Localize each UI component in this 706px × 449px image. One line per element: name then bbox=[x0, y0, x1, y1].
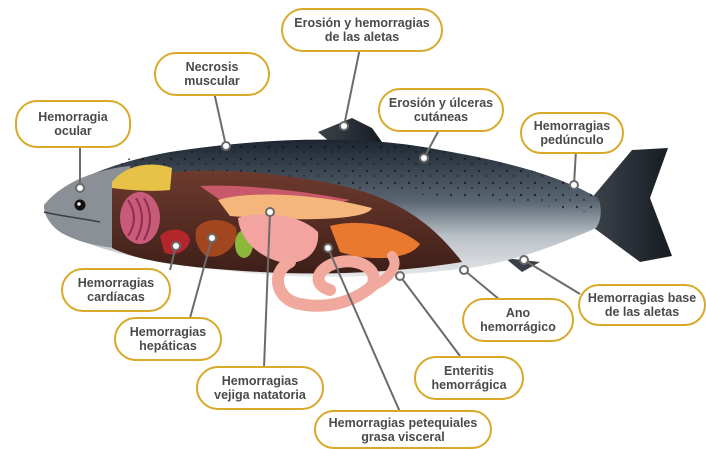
label-hemorragias-petequiales: Hemorragias petequiales grasa visceral bbox=[314, 410, 492, 449]
label-hemorragias-hepaticas: Hemorragias hepáticas bbox=[114, 317, 222, 361]
label-hemorragias-base: Hemorragias base de las aletas bbox=[578, 284, 706, 326]
dorsal-fin bbox=[318, 118, 382, 142]
label-hemorragias-vejiga: Hemorragias vejiga natatoria bbox=[196, 366, 324, 410]
label-erosion-aletas: Erosión y hemorragias de las aletas bbox=[281, 8, 443, 52]
label-ano-hemorragico: Ano hemorrágico bbox=[462, 298, 574, 342]
label-hemorragias-cardiacas: Hemorragias cardíacas bbox=[61, 268, 171, 312]
label-necrosis-muscular: Necrosis muscular bbox=[154, 52, 270, 96]
label-hemorragias-pedunculo: Hemorragias pedúnculo bbox=[520, 112, 624, 154]
label-enteritis: Enteritis hemorrágica bbox=[414, 356, 524, 400]
label-hemorragia-ocular: Hemorragia ocular bbox=[15, 100, 131, 148]
gills bbox=[120, 192, 160, 244]
label-erosion-ulceras: Erosión y úlceras cutáneas bbox=[378, 88, 504, 132]
tail-fin bbox=[590, 148, 672, 262]
